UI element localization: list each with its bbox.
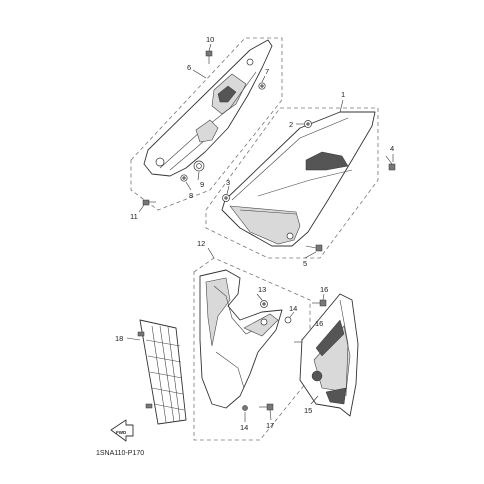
callout-17: 17	[266, 421, 274, 430]
part-15-graphic	[299, 293, 359, 417]
part-3-grommet	[222, 194, 230, 202]
callout-4: 4	[390, 144, 394, 153]
callout-16-upper: 16	[320, 285, 328, 294]
callout-2: 2	[289, 120, 293, 129]
part-1-group	[205, 99, 396, 259]
part-5-bolt	[305, 244, 323, 252]
part-8-screw	[180, 174, 188, 182]
part-4-bolt	[385, 155, 396, 171]
callout-5: 5	[303, 259, 307, 268]
callout-13: 13	[258, 285, 266, 294]
part-12-shroud	[199, 269, 283, 409]
part-6-group	[130, 37, 283, 213]
reference-code: 1SNA110-P170	[96, 450, 144, 457]
callout-3: 3	[226, 178, 230, 187]
part-16-bolt-upper	[312, 299, 327, 307]
callout-18: 18	[115, 334, 123, 343]
callout-16-lower: 16	[315, 319, 323, 328]
callout-10: 10	[206, 35, 214, 44]
fwd-label: FWD	[116, 430, 127, 435]
group-6-outline	[130, 37, 283, 211]
part-7-screw	[258, 82, 266, 90]
callout-6: 6	[187, 63, 191, 72]
part-14-collar-upper	[284, 316, 292, 324]
part-2-grommet	[304, 120, 312, 128]
part-9-grommet	[193, 160, 205, 172]
part-13-grommet	[260, 300, 268, 308]
part-18-radiator-guard	[126, 319, 187, 425]
callout-15: 15	[304, 406, 312, 415]
part-10-bolt	[205, 50, 213, 64]
callouts: 1 2 3 4 5 6 7 8 9 10 11 12 13 14 14 15 1…	[115, 35, 394, 432]
callout-14-lower: 14	[240, 423, 248, 432]
part-6-side-cover	[143, 39, 273, 177]
callout-12: 12	[197, 239, 205, 248]
callout-7: 7	[265, 67, 269, 76]
callout-9: 9	[200, 180, 204, 189]
part-1-side-cover	[221, 111, 376, 247]
part-17-bolt	[259, 403, 274, 411]
callout-11: 11	[130, 212, 138, 221]
callout-8: 8	[189, 191, 193, 200]
part-12-group	[193, 247, 327, 441]
group-1-outline	[205, 107, 379, 259]
part-11-bolt	[142, 199, 156, 206]
callout-14-upper: 14	[289, 304, 297, 313]
fwd-arrow-icon: FWD	[110, 419, 134, 442]
part-14-collar-lower	[242, 405, 248, 411]
callout-1: 1	[341, 90, 345, 99]
